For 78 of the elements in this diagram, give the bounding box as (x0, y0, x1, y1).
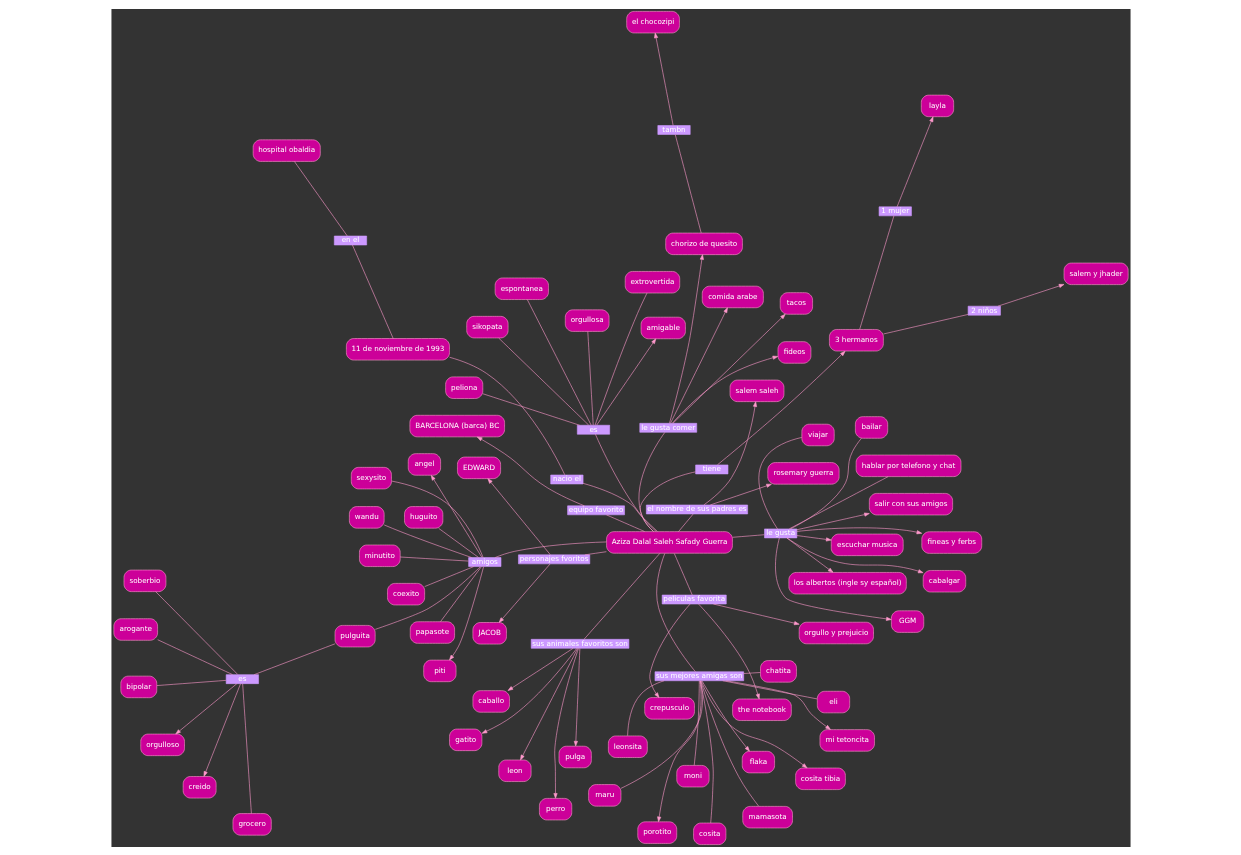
connector (437, 527, 479, 558)
connector (390, 480, 483, 558)
connector (448, 356, 565, 475)
connector (882, 313, 968, 334)
connector (293, 160, 348, 236)
connector (674, 133, 701, 233)
arrow (716, 350, 845, 465)
arrow (703, 400, 757, 505)
arrow (774, 537, 892, 621)
arrow (997, 283, 1064, 306)
arrow (697, 603, 760, 699)
connector (154, 590, 238, 675)
arrow (672, 313, 786, 424)
connector (721, 679, 817, 699)
arrow (487, 477, 551, 555)
connector (699, 680, 759, 807)
arrow (649, 603, 690, 698)
arrow (174, 682, 237, 734)
arrow (430, 474, 482, 558)
connector (587, 330, 594, 425)
arrow (712, 603, 799, 625)
arrow (796, 527, 922, 534)
connector (673, 552, 692, 595)
arrow (507, 647, 573, 691)
arrow (671, 355, 778, 423)
connector (626, 680, 664, 736)
connector (639, 471, 696, 532)
connector (156, 679, 226, 686)
connector (731, 533, 765, 538)
connector (584, 550, 607, 555)
connector (858, 215, 894, 330)
connector (439, 565, 482, 622)
connector (497, 337, 589, 425)
connector (605, 514, 645, 532)
arrow (796, 512, 870, 530)
connector (693, 680, 700, 766)
arrow (700, 680, 807, 768)
connector (241, 682, 252, 814)
arrow (669, 307, 728, 424)
arrow (656, 680, 701, 822)
arrow (786, 537, 833, 573)
connector (494, 541, 607, 558)
connector (526, 298, 591, 426)
connector (594, 292, 647, 425)
connector (423, 565, 474, 587)
connector (374, 565, 481, 630)
arrow (498, 563, 550, 623)
connector (677, 513, 693, 532)
arrow (796, 534, 831, 541)
arrow (668, 253, 704, 423)
arrow (653, 32, 673, 126)
arrow (481, 647, 577, 734)
connector (789, 437, 862, 529)
connector (583, 552, 660, 640)
connector (156, 638, 233, 675)
connector (253, 643, 335, 675)
connector (742, 671, 761, 674)
arrow (595, 338, 656, 425)
connector (620, 680, 703, 789)
arrow (786, 537, 923, 573)
arrow (519, 647, 578, 760)
arrow (701, 680, 750, 751)
arrow (573, 647, 580, 746)
arrow (553, 647, 579, 799)
connector (788, 475, 888, 529)
arrow (203, 683, 241, 777)
arrow (709, 483, 772, 505)
connector (351, 244, 393, 339)
connector (594, 433, 656, 532)
arrow (896, 116, 933, 207)
arrow (448, 565, 484, 660)
connector (482, 392, 580, 426)
connector (399, 556, 469, 561)
connector (582, 482, 658, 532)
connector (655, 552, 696, 672)
arrow (725, 679, 831, 730)
connector (383, 524, 472, 558)
connector (758, 436, 802, 529)
